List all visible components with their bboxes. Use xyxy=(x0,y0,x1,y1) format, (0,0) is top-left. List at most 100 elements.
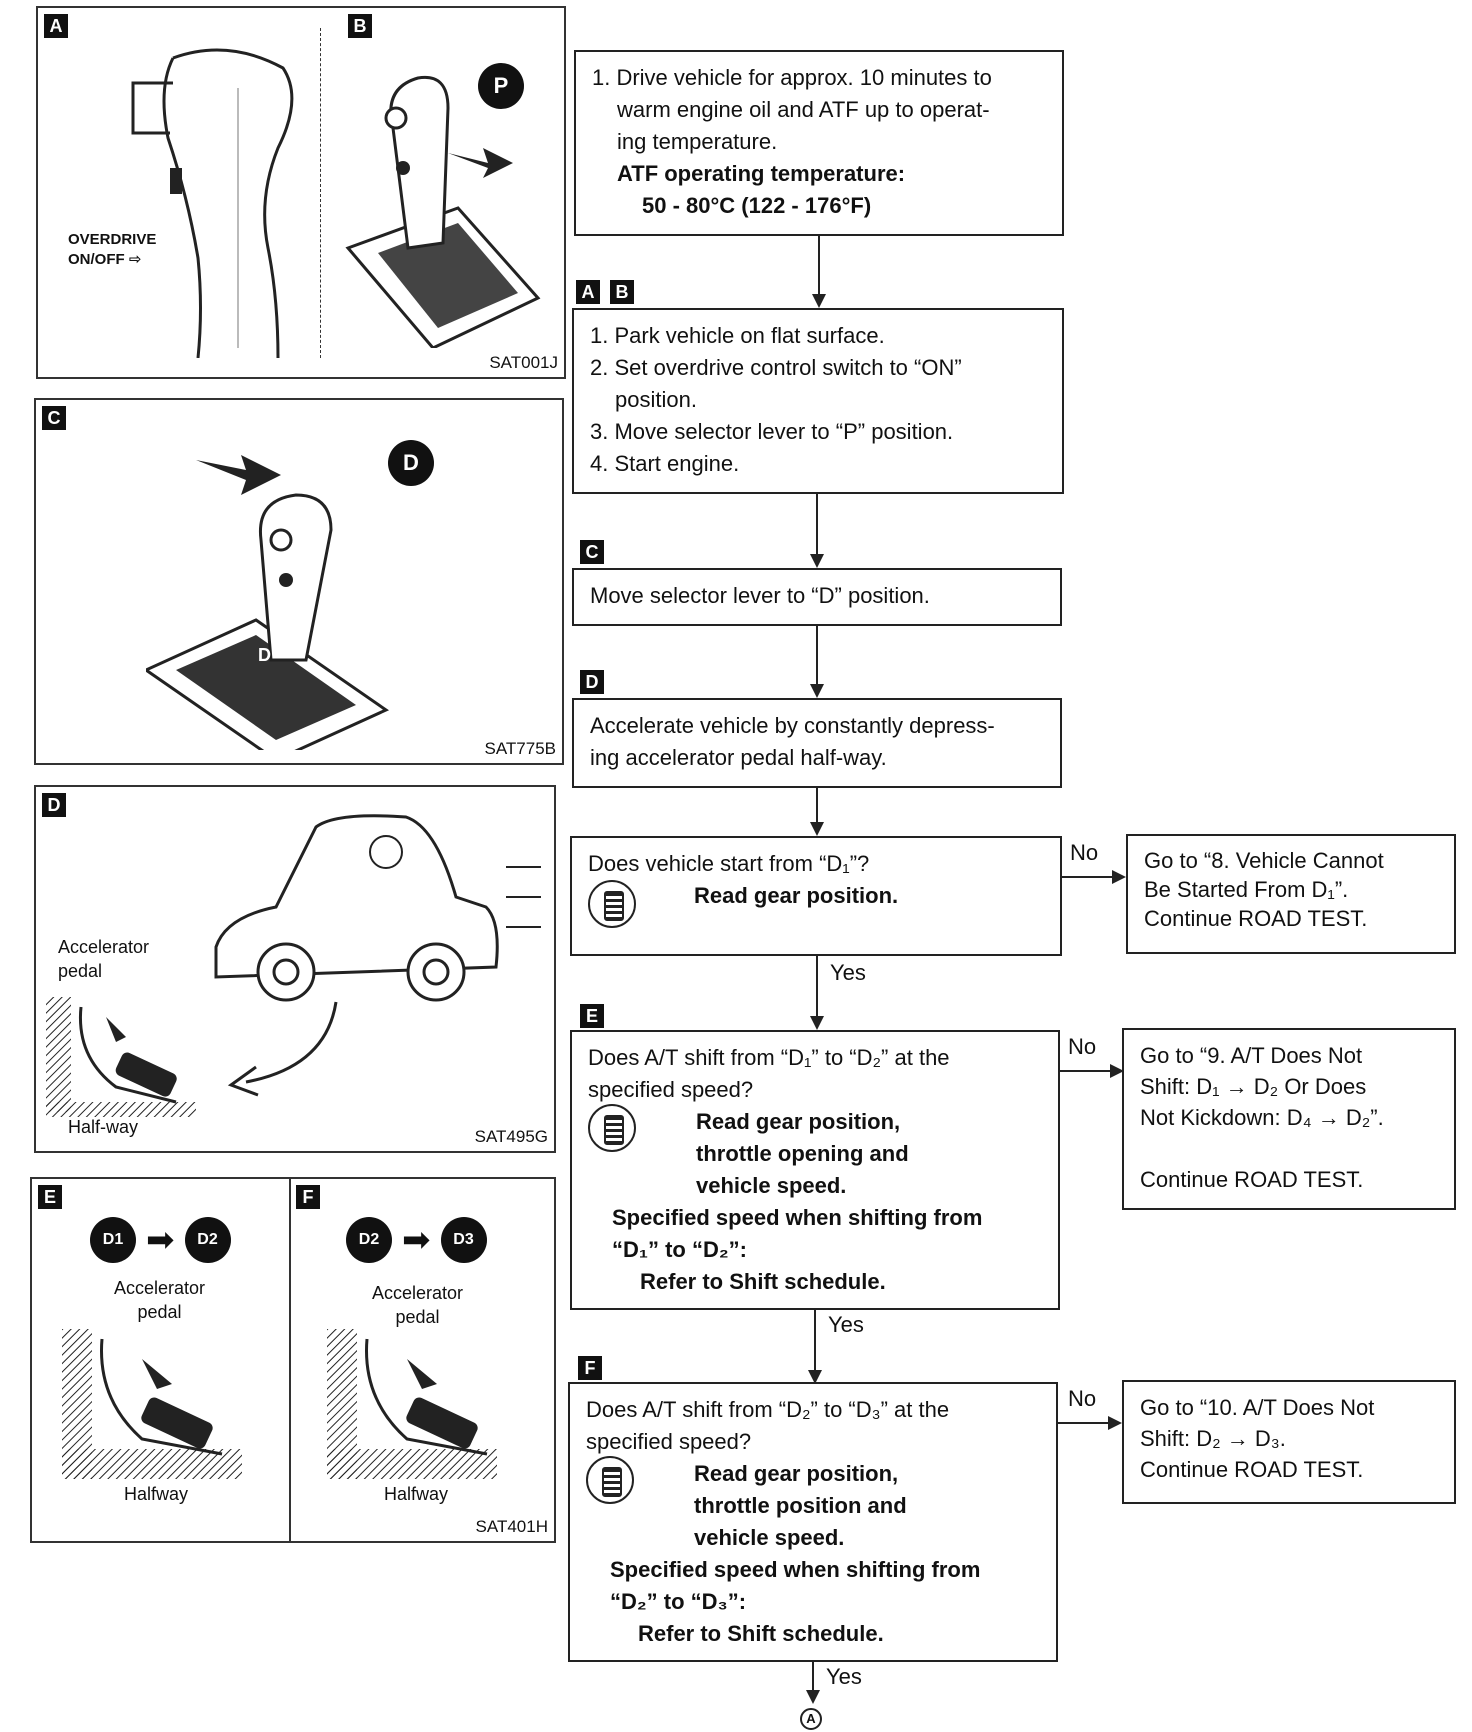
panel-e-tag: E xyxy=(38,1185,62,1209)
no-box-3-line-2: Shift: D₂ → D₃. xyxy=(1140,1426,1286,1451)
no-box-3-line-1: Go to “10. A/T Does Not xyxy=(1140,1395,1375,1420)
connector-line xyxy=(1058,1422,1114,1424)
pedal-label: pedal xyxy=(58,961,103,981)
step-2-item-4: 4. Start engine. xyxy=(590,451,740,476)
question-2-spec-3: Refer to Shift schedule. xyxy=(640,1269,886,1294)
no-label-1: No xyxy=(1070,840,1099,865)
yes-label-1: Yes xyxy=(830,960,866,985)
accelerator-pedal-icon-e xyxy=(62,1329,242,1479)
step-2-tag-a: A xyxy=(576,280,600,304)
question-3-spec-3: Refer to Shift schedule. xyxy=(638,1621,884,1646)
down-arrow-icon xyxy=(810,1016,824,1030)
question-1-box: Does vehicle start from “D₁”? Read gear … xyxy=(570,836,1062,956)
connector-line xyxy=(816,494,818,564)
down-arrow-icon xyxy=(808,1370,822,1384)
connector-a-badge: A xyxy=(800,1708,822,1730)
question-2-tag: E xyxy=(580,1004,604,1028)
gear-to-badge-f: D3 xyxy=(440,1217,487,1263)
down-arrow-icon xyxy=(812,294,826,308)
down-arrow-icon xyxy=(810,684,824,698)
step-1-box: 1. Drive vehicle for approx. 10 minutes … xyxy=(574,50,1064,236)
consult-tool-icon xyxy=(588,1104,636,1152)
question-1-instruction: Read gear position. xyxy=(694,883,899,908)
connector-line xyxy=(1062,876,1118,878)
no-box-1: Go to “8. Vehicle Cannot Be Started From… xyxy=(1126,834,1456,954)
step-2-item-2: 2. Set overdrive control switch to “ON” xyxy=(590,355,962,380)
step-2-item-1: 1. Park vehicle on flat surface. xyxy=(590,323,885,348)
step-3-box: Move selector lever to “D” position. xyxy=(572,568,1062,626)
panel-ef-divider xyxy=(289,1179,291,1541)
question-3-box: Does A/T shift from “D₂” to “D₃” at the … xyxy=(568,1382,1058,1662)
gate-d-label: D xyxy=(258,645,271,665)
step-2-item-2-cont: position. xyxy=(615,387,697,412)
yes-label-3: Yes xyxy=(826,1664,862,1689)
question-2-spec-2: “D₁” to “D₂”: xyxy=(612,1237,747,1262)
selector-lever-d-illustration xyxy=(146,455,390,750)
overdrive-label: OVERDRIVE xyxy=(68,231,157,248)
step-4-box: Accelerate vehicle by constantly depress… xyxy=(572,698,1062,788)
panel-d: D Accelerator pedal Half-way SAT495G xyxy=(34,785,556,1153)
pedal-label-e: pedal xyxy=(137,1302,182,1322)
yes-label-2: Yes xyxy=(828,1312,864,1337)
curved-arrow-icon xyxy=(227,1001,338,1097)
panel-c: C D D SAT775B xyxy=(34,398,564,765)
step-4-line-1: Accelerate vehicle by constantly depress… xyxy=(590,713,995,738)
shift-knob-illustration xyxy=(131,48,294,358)
gear-to-badge-e: D2 xyxy=(184,1217,231,1263)
panel-b-tag: B xyxy=(348,14,372,38)
connector-line xyxy=(812,1662,814,1698)
step-4-line-2: ing accelerator pedal half-way. xyxy=(590,745,887,770)
connector-line xyxy=(818,236,820,296)
right-arrow-icon: ➡ xyxy=(402,1221,431,1259)
figure-code-f: SAT401H xyxy=(475,1517,548,1536)
consult-tool-icon xyxy=(588,880,636,928)
no-box-2-line-2: Shift: D₁ → D₂ Or Does xyxy=(1140,1074,1367,1099)
panel-ab: A B OVERDRIVE ON/OFF ⇨ P SAT001J xyxy=(36,6,566,379)
right-arrow-icon xyxy=(1108,1416,1122,1430)
car-driver-illustration xyxy=(214,814,541,1002)
question-3-line-2: specified speed? xyxy=(586,1429,752,1454)
panel-divider xyxy=(320,28,321,358)
onoff-label: ON/OFF xyxy=(68,251,125,268)
drive-position-badge: D xyxy=(388,440,434,486)
connector-line xyxy=(816,626,818,692)
halfway-label-e: Halfway xyxy=(124,1484,189,1504)
down-arrow-icon xyxy=(806,1690,820,1704)
no-box-2-line-1: Go to “9. A/T Does Not xyxy=(1140,1043,1363,1068)
step-3-text: Move selector lever to “D” position. xyxy=(590,583,930,608)
step-2-box: 1. Park vehicle on flat surface. 2. Set … xyxy=(572,308,1064,494)
question-1-text: Does vehicle start from “D₁”? xyxy=(588,851,870,876)
panel-ef: E F D1 ➡ D2 Accelerator pedal Halfway D2… xyxy=(30,1177,556,1543)
panel-a-tag: A xyxy=(44,14,68,38)
park-position-badge: P xyxy=(478,63,524,109)
question-2-line-1: Does A/T shift from “D₁” to “D₂” at the xyxy=(588,1045,950,1070)
figure-code-d: SAT495G xyxy=(474,1127,548,1146)
question-2-read-1: Read gear position, xyxy=(696,1109,901,1134)
panel-d-tag: D xyxy=(42,793,66,817)
figure-code-c: SAT775B xyxy=(484,739,556,758)
accelerator-pedal-icon xyxy=(46,997,196,1117)
question-2-read-2: throttle opening and xyxy=(696,1141,909,1166)
gear-from-badge-e: D1 xyxy=(90,1217,136,1263)
right-arrow-icon xyxy=(1112,870,1126,884)
accelerator-label-f: Accelerator xyxy=(372,1283,464,1303)
no-box-2-line-3: Not Kickdown: D₄ → D₂”. xyxy=(1140,1105,1384,1130)
figure-code-a: SAT001J xyxy=(489,353,558,372)
pedal-label-f: pedal xyxy=(395,1307,440,1327)
halfway-label-d: Half-way xyxy=(68,1117,139,1137)
down-arrow-icon xyxy=(810,822,824,836)
down-arrow-icon xyxy=(810,554,824,568)
question-3-read-2: throttle position and xyxy=(694,1493,907,1518)
question-2-read-3: vehicle speed. xyxy=(696,1173,847,1198)
accelerator-label: Accelerator xyxy=(58,937,150,957)
atf-temp-value: 50 - 80°C (122 - 176°F) xyxy=(642,193,872,218)
no-box-2: Go to “9. A/T Does Not Shift: D₁ → D₂ Or… xyxy=(1122,1028,1456,1210)
no-label-2: No xyxy=(1068,1034,1097,1059)
panel-c-tag: C xyxy=(42,406,66,430)
no-box-3: Go to “10. A/T Does Not Shift: D₂ → D₃. … xyxy=(1122,1380,1456,1504)
no-box-1-line-1: Go to “8. Vehicle Cannot xyxy=(1144,848,1384,873)
panel-f-tag: F xyxy=(296,1185,320,1209)
step-2-item-3: 3. Move selector lever to “P” position. xyxy=(590,419,954,444)
right-arrow-icon: ➡ xyxy=(146,1221,175,1259)
question-3-tag: F xyxy=(578,1356,602,1380)
